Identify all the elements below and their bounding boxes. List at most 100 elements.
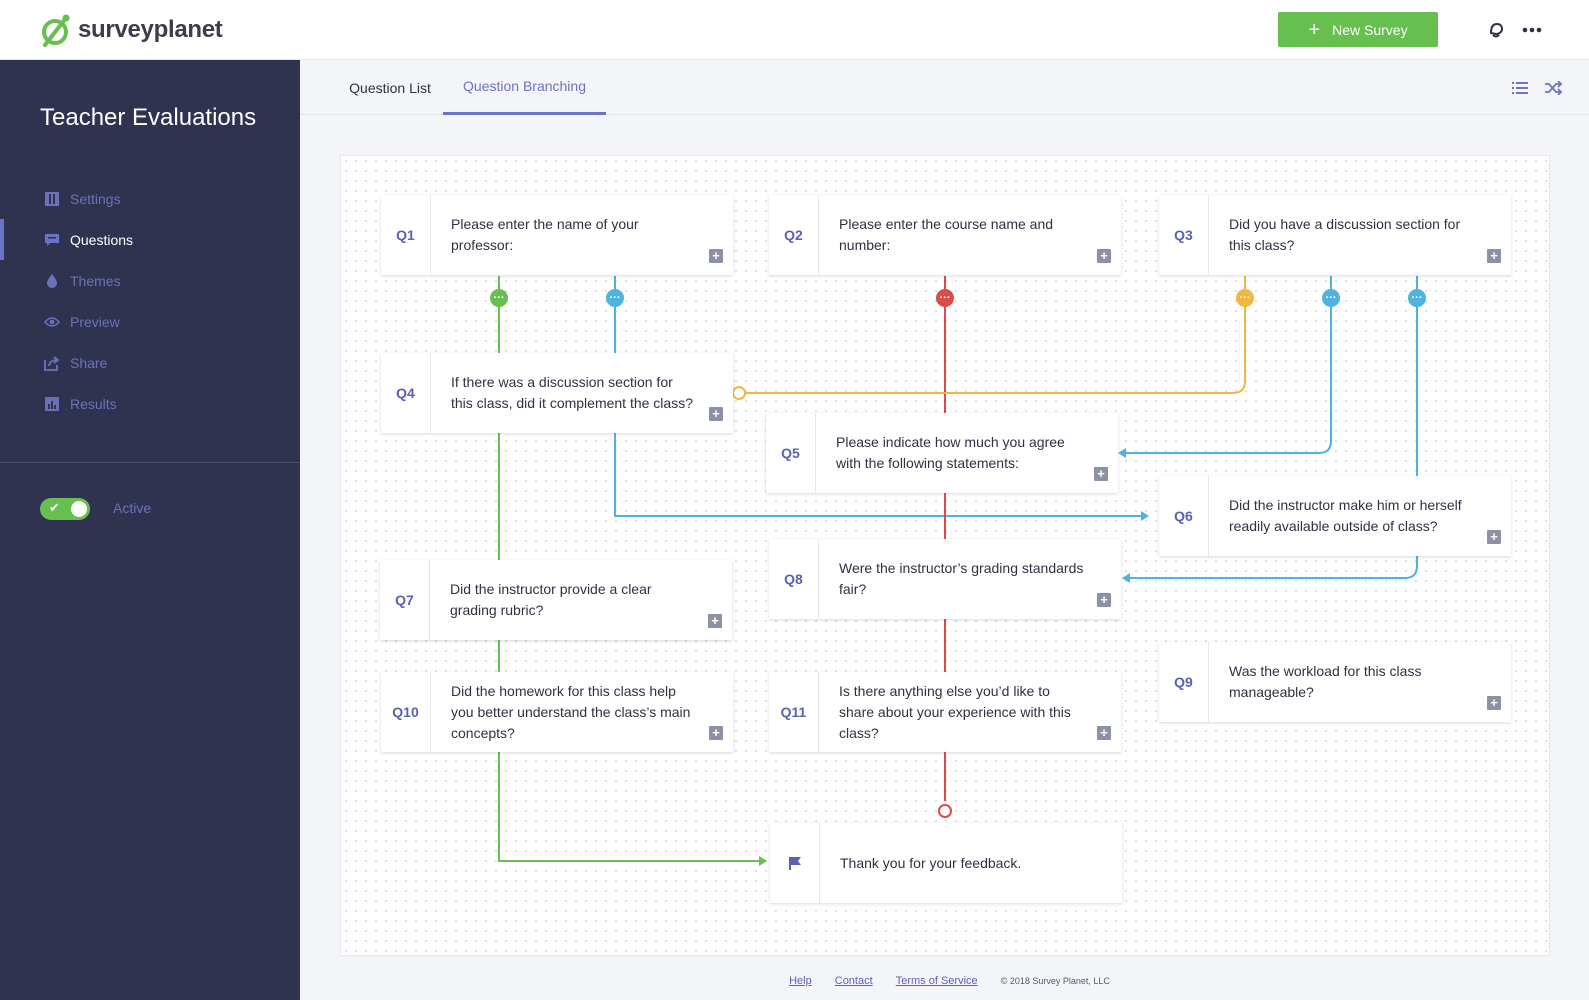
svg-text:···: ··· bbox=[1240, 292, 1251, 304]
branch-node-blue[interactable]: ··· bbox=[1322, 289, 1340, 307]
question-number: Q3 bbox=[1159, 195, 1209, 275]
contact-link[interactable]: Contact bbox=[834, 975, 873, 987]
question-card-q6[interactable]: Q6 Did the instructor make him or hersel… bbox=[1159, 476, 1511, 556]
themes-icon bbox=[44, 273, 60, 289]
question-number: Q4 bbox=[381, 353, 431, 433]
add-branch-icon[interactable]: + bbox=[1097, 726, 1111, 740]
branch-node-blue[interactable]: ··· bbox=[606, 289, 624, 307]
question-number: Q8 bbox=[769, 539, 819, 619]
new-survey-button[interactable]: + New Survey bbox=[1278, 12, 1438, 47]
svg-text:···: ··· bbox=[1326, 292, 1337, 304]
question-text: Did the instructor make him or herself r… bbox=[1229, 497, 1462, 534]
question-text: Please indicate how much you agree with … bbox=[836, 434, 1065, 471]
question-card-q3[interactable]: Q3 Did you have a discussion section for… bbox=[1159, 195, 1511, 275]
svg-text:···: ··· bbox=[940, 292, 951, 304]
svg-text:···: ··· bbox=[610, 292, 621, 304]
branch-node-yellow[interactable]: ··· bbox=[1236, 289, 1254, 307]
question-number: Q11 bbox=[769, 672, 819, 752]
help-link[interactable]: Help bbox=[789, 975, 812, 987]
add-branch-icon[interactable]: + bbox=[708, 614, 722, 628]
results-icon bbox=[44, 396, 60, 412]
settings-icon bbox=[44, 191, 60, 207]
footer: Help Contact Terms of Service © 2018 Sur… bbox=[300, 975, 1589, 987]
add-branch-icon[interactable]: + bbox=[709, 726, 723, 740]
question-number: Q1 bbox=[381, 195, 431, 275]
logo-text: surveyplanet bbox=[78, 16, 223, 43]
terms-link[interactable]: Terms of Service bbox=[895, 975, 978, 987]
toggle-knob bbox=[71, 501, 87, 517]
add-branch-icon[interactable]: + bbox=[1487, 530, 1501, 544]
tab-question-branching[interactable]: Question Branching bbox=[443, 60, 606, 115]
branch-line-blue-q3-q5 bbox=[1118, 276, 1332, 458]
question-text: Did the instructor provide a clear gradi… bbox=[450, 581, 652, 618]
sidebar-item-label: Questions bbox=[70, 231, 134, 248]
top-bar: surveyplanet + New Survey bbox=[0, 0, 1589, 60]
shuffle-icon[interactable] bbox=[1544, 78, 1564, 98]
question-text: Please enter the course name and number: bbox=[839, 216, 1054, 253]
branch-node-blue[interactable]: ··· bbox=[1408, 289, 1426, 307]
question-number: Q2 bbox=[769, 195, 819, 275]
question-number: Q9 bbox=[1159, 642, 1209, 722]
sidebar-item-share[interactable]: Share bbox=[0, 342, 300, 383]
end-screen-text: Thank you for your feedback. bbox=[840, 854, 1022, 871]
question-card-q7[interactable]: Q7 Did the instructor provide a clear gr… bbox=[380, 560, 732, 640]
preview-icon bbox=[44, 314, 60, 330]
new-survey-label: New Survey bbox=[1332, 21, 1408, 38]
tab-question-list[interactable]: Question List bbox=[349, 79, 431, 96]
branch-line-blue-q3-q8 bbox=[1122, 276, 1418, 583]
flag-icon bbox=[770, 823, 820, 903]
survey-title: Teacher Evaluations bbox=[40, 104, 257, 131]
notifications-icon[interactable] bbox=[1484, 18, 1508, 42]
question-card-q5[interactable]: Q5 Please indicate how much you agree wi… bbox=[766, 413, 1118, 493]
svg-text:···: ··· bbox=[1412, 292, 1423, 304]
add-branch-icon[interactable]: + bbox=[1487, 696, 1501, 710]
branch-line-green bbox=[498, 276, 767, 866]
more-icon[interactable] bbox=[1520, 18, 1544, 42]
sidebar-item-questions[interactable]: Questions bbox=[0, 219, 300, 260]
share-icon bbox=[44, 355, 60, 371]
sidebar-item-preview[interactable]: Preview bbox=[0, 301, 300, 342]
branch-node-green[interactable]: ··· bbox=[490, 289, 508, 307]
question-text: Is there anything else you’d like to sha… bbox=[839, 682, 1071, 741]
question-number: Q10 bbox=[381, 672, 431, 752]
sidebar-item-label: Results bbox=[70, 395, 117, 412]
question-card-q4[interactable]: Q4 If there was a discussion section for… bbox=[381, 353, 733, 433]
branch-line-yellow bbox=[732, 276, 1246, 400]
question-text: Was the workload for this class manageab… bbox=[1229, 663, 1422, 700]
sidebar-item-results[interactable]: Results bbox=[0, 383, 300, 424]
sidebar-item-settings[interactable]: Settings bbox=[0, 178, 300, 219]
question-card-q11[interactable]: Q11 Is there anything else you’d like to… bbox=[769, 672, 1121, 752]
question-number: Q7 bbox=[380, 560, 430, 640]
sidebar-divider bbox=[0, 462, 300, 463]
add-branch-icon[interactable]: + bbox=[1094, 467, 1108, 481]
question-text: Did you have a discussion section for th… bbox=[1229, 216, 1461, 253]
question-text: If there was a discussion section for th… bbox=[451, 374, 693, 411]
end-screen-card[interactable]: Thank you for your feedback. bbox=[770, 823, 1122, 903]
sidebar-item-label: Share bbox=[70, 354, 108, 371]
active-toggle[interactable]: ✔ bbox=[40, 498, 90, 520]
svg-text:···: ··· bbox=[494, 292, 505, 304]
question-card-q2[interactable]: Q2 Please enter the course name and numb… bbox=[769, 195, 1121, 275]
logo-icon bbox=[42, 14, 70, 47]
question-number: Q5 bbox=[766, 413, 816, 493]
add-branch-icon[interactable]: + bbox=[1097, 249, 1111, 263]
add-branch-icon[interactable]: + bbox=[1097, 593, 1111, 607]
question-text: Did the homework for this class help you… bbox=[451, 682, 691, 741]
sidebar-nav: Settings Questions Themes Preview Share bbox=[0, 178, 300, 424]
add-branch-icon[interactable]: + bbox=[709, 249, 723, 263]
tab-bar: Question List Question Branching bbox=[300, 60, 1589, 115]
list-view-icon[interactable] bbox=[1510, 78, 1530, 98]
add-branch-icon[interactable]: + bbox=[709, 407, 723, 421]
question-card-q8[interactable]: Q8 Were the instructor’s grading standar… bbox=[769, 539, 1121, 619]
logo[interactable]: surveyplanet bbox=[40, 12, 223, 48]
add-branch-icon[interactable]: + bbox=[1487, 249, 1501, 263]
sidebar: Teacher Evaluations Settings Questions T… bbox=[0, 60, 300, 1000]
question-text: Were the instructor’s grading standards … bbox=[839, 560, 1084, 597]
branch-node-red[interactable]: ··· bbox=[936, 289, 954, 307]
active-label: Active bbox=[113, 500, 152, 516]
sidebar-item-label: Themes bbox=[70, 272, 121, 289]
sidebar-item-themes[interactable]: Themes bbox=[0, 260, 300, 301]
question-card-q1[interactable]: Q1 Please enter the name of your profess… bbox=[381, 195, 733, 275]
question-card-q10[interactable]: Q10 Did the homework for this class help… bbox=[381, 672, 733, 752]
question-card-q9[interactable]: Q9 Was the workload for this class manag… bbox=[1159, 642, 1511, 722]
